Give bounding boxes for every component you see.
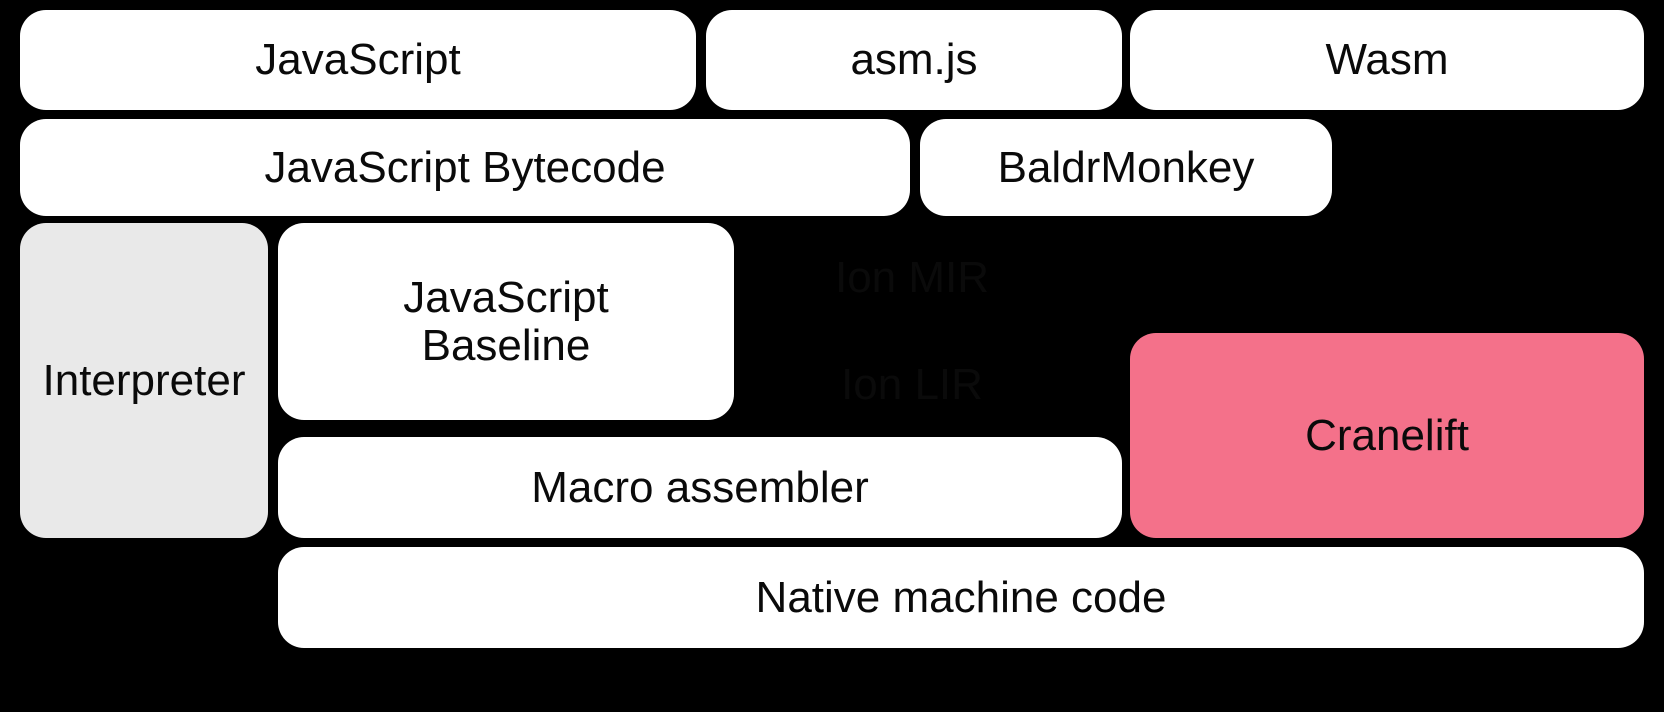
node-js-baseline: JavaScript Baseline <box>278 223 734 420</box>
node-wasm: Wasm <box>1130 10 1644 110</box>
node-ion-lir: Ion LIR <box>841 360 983 410</box>
node-asmjs: asm.js <box>706 10 1122 110</box>
node-cranelift: Cranelift <box>1130 333 1644 538</box>
node-macro-assembler: Macro assembler <box>278 437 1122 538</box>
node-javascript: JavaScript <box>20 10 696 110</box>
node-interpreter: Interpreter <box>20 223 268 538</box>
node-native-code: Native machine code <box>278 547 1644 648</box>
node-ion-mir: Ion MIR <box>834 253 990 303</box>
node-baldrmonkey: BaldrMonkey <box>920 119 1332 216</box>
node-js-bytecode: JavaScript Bytecode <box>20 119 910 216</box>
